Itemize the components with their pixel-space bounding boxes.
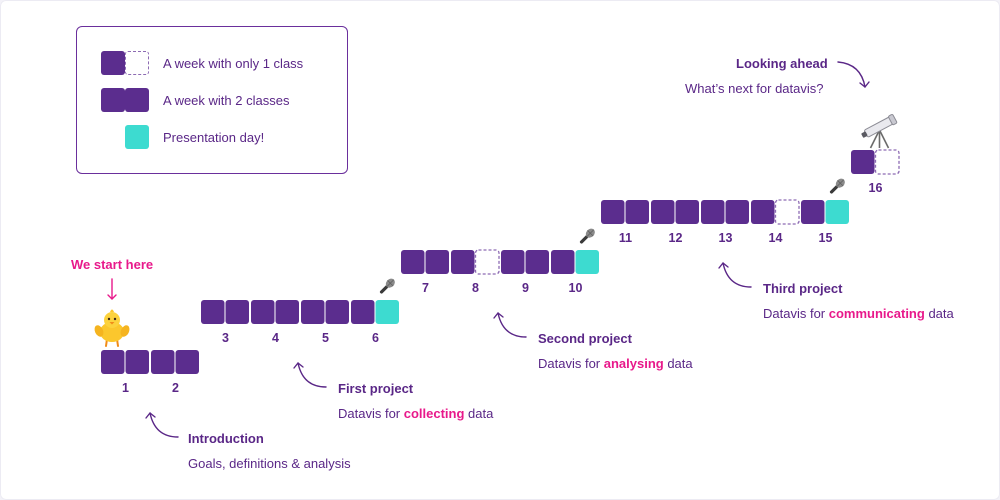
start-label: We start here	[71, 257, 154, 272]
class-cell	[325, 300, 349, 324]
class-cell	[851, 150, 875, 174]
week-label: 4	[272, 331, 279, 345]
section-ahead-desc: What’s next for datavis?	[685, 81, 824, 96]
section-third-title: Third project	[763, 281, 843, 296]
emphasis-analysing: analysing	[603, 356, 664, 371]
legend: A week with only 1 class A week with 2 c…	[76, 26, 348, 174]
class-cell	[151, 350, 175, 374]
week-label: 2	[172, 381, 179, 395]
class-cell	[301, 300, 325, 324]
section-first-title: First project	[338, 381, 414, 396]
legend-cell-empty	[125, 51, 149, 75]
legend-label-presentation: Presentation day!	[163, 130, 265, 145]
empty-class-cell	[474, 249, 500, 275]
class-cell	[175, 350, 199, 374]
class-cell	[201, 300, 225, 324]
class-cell	[275, 300, 299, 324]
class-cell	[351, 300, 375, 324]
empty-class-cell	[774, 199, 800, 225]
legend-cell-class	[125, 88, 149, 112]
presentation-cell	[825, 200, 849, 224]
section-first-desc: Datavis for collecting data	[338, 406, 494, 421]
legend-cell-class	[101, 51, 125, 75]
section-third-desc: Datavis for communicating data	[763, 306, 954, 321]
class-cell	[525, 250, 549, 274]
class-cell	[801, 200, 825, 224]
class-cell	[675, 200, 699, 224]
class-cell	[125, 350, 149, 374]
week-label: 14	[769, 231, 783, 245]
telescope-icon	[861, 114, 898, 149]
class-cell	[251, 300, 275, 324]
icons-layer	[379, 114, 898, 294]
microphone-icon	[579, 228, 595, 244]
class-cell	[625, 200, 649, 224]
curved-arrow-icon	[718, 262, 752, 288]
legend-cell-class	[101, 88, 125, 112]
section-ahead-title: Looking ahead	[736, 56, 828, 71]
week-label: 8	[472, 281, 479, 295]
presentation-cell	[575, 250, 599, 274]
class-cell	[651, 200, 675, 224]
class-cell	[451, 250, 475, 274]
class-cell	[401, 250, 425, 274]
week-label: 10	[569, 281, 583, 295]
presentation-cell	[375, 300, 399, 324]
week-label: 9	[522, 281, 529, 295]
emphasis-communicating: communicating	[828, 306, 925, 321]
week-label: 5	[322, 331, 329, 345]
week-label: 16	[869, 181, 883, 195]
emphasis-collecting: collecting	[403, 406, 465, 421]
week-label: 1	[122, 381, 129, 395]
microphone-icon	[829, 178, 845, 194]
class-cell	[501, 250, 525, 274]
class-cell	[725, 200, 749, 224]
start-arrow-icon	[107, 278, 117, 300]
week-label: 7	[422, 281, 429, 295]
section-intro-title: Introduction	[188, 431, 264, 446]
empty-class-cell	[874, 149, 900, 175]
curved-arrow-icon	[145, 412, 179, 438]
curved-arrow-icon	[837, 61, 870, 88]
class-cell	[701, 200, 725, 224]
week-label: 3	[222, 331, 229, 345]
legend-label-one-class: A week with only 1 class	[163, 56, 304, 71]
weeks-layer	[101, 149, 900, 374]
week-label: 13	[719, 231, 733, 245]
curved-arrow-icon	[293, 362, 327, 388]
week-label: 15	[819, 231, 833, 245]
section-second-title: Second project	[538, 331, 632, 346]
legend-cell-presentation	[125, 125, 149, 149]
microphone-icon	[379, 278, 395, 294]
class-cell	[751, 200, 775, 224]
baby-chick-icon	[94, 309, 130, 347]
section-intro-desc: Goals, definitions & analysis	[188, 456, 351, 471]
class-cell	[551, 250, 575, 274]
section-second-desc: Datavis for analysing data	[538, 356, 693, 371]
week-label: 11	[619, 231, 632, 245]
week-label: 6	[372, 331, 379, 345]
curved-arrow-icon	[493, 312, 527, 338]
class-cell	[601, 200, 625, 224]
class-cell	[101, 350, 125, 374]
class-cell	[225, 300, 249, 324]
week-label: 12	[669, 231, 683, 245]
legend-label-two-classes: A week with 2 classes	[163, 93, 290, 108]
class-cell	[425, 250, 449, 274]
